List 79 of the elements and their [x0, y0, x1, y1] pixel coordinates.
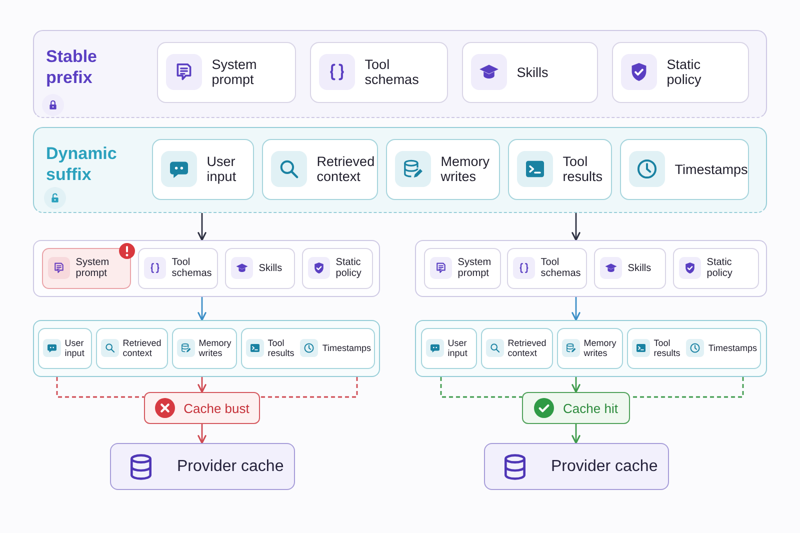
panel-title: Stable prefix	[46, 46, 98, 88]
status-badge	[144, 392, 260, 424]
card-label: Timestamps	[322, 343, 371, 354]
card	[508, 138, 612, 200]
card	[626, 328, 761, 369]
card	[172, 328, 237, 369]
card	[420, 328, 477, 369]
group-panel	[33, 320, 380, 377]
card	[424, 248, 501, 289]
card	[462, 42, 598, 103]
card-label: User input	[206, 154, 236, 185]
card	[240, 328, 375, 369]
card	[386, 138, 500, 200]
card-label: Skills	[258, 262, 282, 274]
card	[612, 42, 749, 103]
card-label: Tool results	[654, 338, 680, 359]
card	[672, 248, 759, 289]
card-label: Provider cache	[177, 458, 284, 476]
panel-title: Dynamic suffix	[46, 143, 118, 186]
card-label: System prompt	[76, 256, 110, 280]
status-label: Cache hit	[563, 400, 618, 416]
card-label: Static policy	[336, 256, 362, 280]
card	[302, 248, 373, 289]
card-label: Tool schemas	[172, 256, 212, 280]
card-label: Timestamps	[708, 343, 757, 354]
status-badge	[522, 392, 630, 424]
card-label: Skills	[628, 262, 652, 274]
card-label: Memory writes	[440, 154, 490, 185]
card-label: System prompt	[458, 256, 492, 280]
card	[152, 138, 254, 200]
card-label: Timestamps	[674, 162, 748, 178]
card-label: Tool results	[562, 154, 603, 185]
card	[556, 328, 623, 369]
arrow	[198, 377, 206, 393]
card	[262, 138, 378, 200]
card-label: System prompt	[212, 56, 257, 88]
group-panel	[415, 240, 767, 297]
card-label: Static policy	[666, 56, 702, 88]
arrow	[198, 213, 206, 241]
arrow	[572, 213, 580, 241]
card	[96, 328, 168, 369]
arrow	[572, 297, 580, 321]
dashed-connector	[440, 377, 522, 398]
card-label: User input	[448, 338, 468, 359]
group-panel	[33, 240, 380, 297]
dashed-connector	[630, 377, 744, 398]
card	[138, 248, 218, 289]
card-label: Tool schemas	[364, 56, 419, 88]
card	[594, 248, 666, 289]
arrow	[198, 424, 206, 444]
card-label: User input	[64, 338, 84, 359]
card-label: Retrieved context	[508, 338, 546, 359]
card	[110, 443, 295, 490]
card	[310, 42, 448, 103]
group-panel	[415, 320, 767, 377]
arrow	[572, 424, 580, 444]
card-label: Provider cache	[551, 458, 658, 476]
arrow	[198, 297, 206, 321]
card	[224, 248, 295, 289]
card-label: Retrieved context	[316, 154, 375, 185]
card-label: Memory writes	[584, 338, 616, 359]
card	[620, 138, 749, 200]
status-label: Cache bust	[184, 400, 250, 416]
panel	[33, 127, 767, 213]
card	[484, 443, 669, 490]
card	[156, 42, 296, 103]
card	[38, 328, 92, 369]
card-label: Retrieved context	[122, 338, 162, 359]
dashed-connector	[260, 377, 358, 398]
card-label: Static policy	[706, 256, 732, 280]
dashed-connector	[56, 377, 144, 398]
card-label: Tool schemas	[540, 256, 581, 280]
panel	[33, 30, 767, 118]
card-label: Skills	[516, 64, 548, 80]
card	[480, 328, 553, 369]
card-label: Memory writes	[198, 338, 232, 359]
card	[506, 248, 587, 289]
card-label: Tool results	[268, 338, 294, 359]
arrow	[572, 377, 580, 393]
